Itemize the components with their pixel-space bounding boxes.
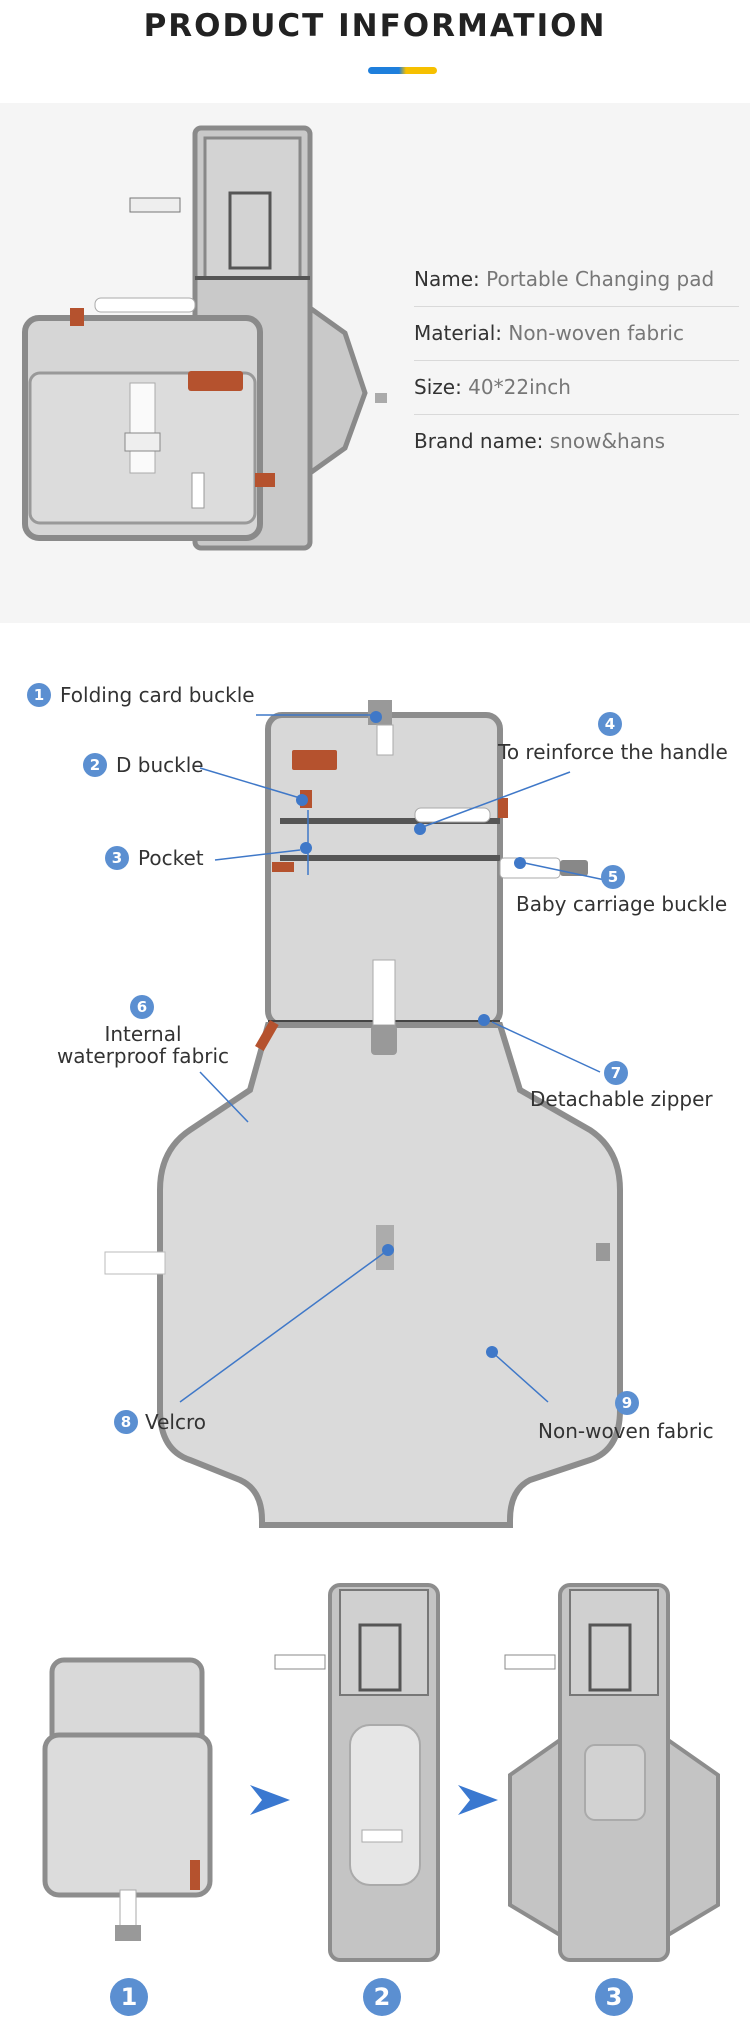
callout-dot [382, 1244, 394, 1256]
callout-number: 3 [105, 846, 129, 870]
callout-pocket: Pocket [138, 846, 204, 870]
callout-dot [296, 794, 308, 806]
info-value: Non-woven fabric [508, 321, 684, 345]
callout-dot [486, 1346, 498, 1358]
info-sep: : [455, 375, 462, 399]
info-key: Brand name [414, 429, 537, 453]
callout-detachable-zipper: Detachable zipper [530, 1087, 713, 1111]
info-key: Size [414, 375, 456, 399]
callout-dot [514, 857, 526, 869]
info-value: 40*22inch [468, 375, 571, 399]
info-sep: : [473, 267, 480, 291]
info-row-material: Material: Non-woven fabric [414, 306, 739, 361]
callout-d-buckle: D buckle [116, 753, 204, 777]
callout-velcro: Velcro [145, 1410, 207, 1434]
callout-number: 6 [130, 995, 154, 1019]
info-value: snow&hans [549, 429, 666, 453]
info-sep: : [495, 321, 502, 345]
callout-number: 9 [615, 1391, 639, 1415]
callout-number: 8 [114, 1410, 138, 1434]
callout-number: 2 [83, 753, 107, 777]
info-key: Name [414, 267, 474, 291]
callout-number: 5 [601, 865, 625, 889]
callout-internal-waterproof-fabric: Internal waterproof fabric [56, 1022, 230, 1068]
callout-dot [414, 823, 426, 835]
callout-number: 4 [598, 712, 622, 736]
callout-folding-card-buckle: Folding card buckle [60, 683, 255, 707]
callout-dot [478, 1014, 490, 1026]
info-row-name: Name: Portable Changing pad [414, 252, 739, 307]
step-number: 3 [595, 1978, 633, 2016]
info-value: Portable Changing pad [486, 267, 715, 291]
product-photo [22, 125, 387, 551]
callout-non-woven-fabric: Non-woven fabric [538, 1419, 714, 1443]
info-row-brand: Brand name: snow&hans [414, 414, 739, 468]
step-number: 1 [110, 1978, 148, 2016]
callout-dot [300, 842, 312, 854]
callout-baby-carriage-buckle: Baby carriage buckle [516, 892, 728, 916]
callout-number: 7 [604, 1061, 628, 1085]
callout-dot [370, 711, 382, 723]
info-key: Material [414, 321, 496, 345]
info-sep: : [536, 429, 544, 453]
callout-reinforce-handle: To reinforce the handle [498, 740, 728, 764]
callout-number: 1 [27, 683, 51, 707]
step-number: 2 [363, 1978, 401, 2016]
pad-diagram [104, 700, 623, 1528]
folding-steps [42, 1583, 720, 1962]
info-row-size: Size: 40*22inch [414, 360, 739, 415]
title-underline [368, 67, 437, 74]
page-title: PRODUCT INFORMATION [143, 8, 607, 44]
